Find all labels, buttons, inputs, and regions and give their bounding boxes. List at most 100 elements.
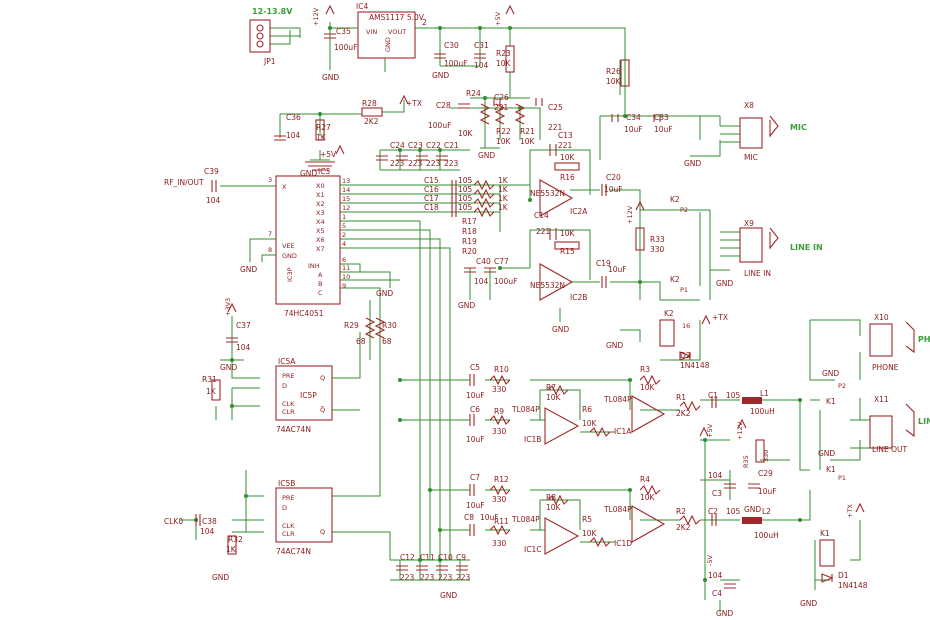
ic1d-opamp [631,505,666,543]
c37-cap [226,337,238,343]
label-r4: R4 [640,475,650,484]
label-c19v: 10uF [608,265,627,274]
r23-resistor [505,45,515,73]
label-r21: R21 [520,127,535,136]
label-gnd5: GND [300,169,317,178]
ic2b-opamp [539,263,574,301]
label-c6v: 10uF [466,435,485,444]
p12v-arrow [325,4,335,15]
label-x0: X0 [316,182,325,190]
label-r28v: 2K2 [364,117,379,126]
x11-lineout-jack [869,415,893,449]
d2-diode [679,351,692,361]
d1-diode [821,573,834,583]
label-gnd6: GND [716,279,733,288]
label-r35v: 330 [762,450,770,462]
label-rfin: RF_IN/OUT [164,178,204,187]
label-x10: X10 [874,313,889,322]
label-pinb: B [318,280,322,288]
r31-resistor [211,379,221,401]
label-c20v: 10uF [604,185,623,194]
label-r6: R6 [582,405,592,414]
label-105a: 105 [458,176,473,185]
label-n1: 1 [342,213,346,221]
x9-linein-jack [739,227,763,263]
label-105c: 105 [458,194,473,203]
label-inh: INH [308,262,320,270]
label-221b: 221 [536,227,551,236]
label-ic1a: IC1A [614,427,632,436]
label-r6v: 10K [582,419,598,428]
label-q2: Q [320,528,325,536]
c1-cap [711,396,717,408]
label-c35: C35 [336,27,351,36]
label-r10: R10 [494,365,509,374]
label-c13: C13 [558,131,573,140]
label-r32: R32 [228,535,243,544]
label-gnd19: GND [800,599,817,608]
label-c6: C6 [470,405,480,414]
label-c8: C8 [464,513,474,522]
label-c31: C31 [474,41,489,50]
label-c16: C16 [424,185,439,194]
wires [180,22,870,612]
label-n14: 14 [342,186,350,194]
label-c26: C26 [494,93,509,102]
label-mic: MIC [790,123,807,132]
label-x4: X4 [316,218,325,226]
label-c9: C9 [456,553,466,562]
label-r27v: 1K [316,133,327,142]
label-n16: 16 [682,322,690,330]
label-ic3: IC3 [318,167,330,176]
label-r18: R18 [462,227,477,236]
r35-resistor [755,439,765,463]
r15-resistor [554,241,580,250]
label-c33: C33 [654,113,669,122]
label-d2v: 1N4148 [680,361,710,370]
label-r21v: 10K [520,137,536,146]
label-p12a: +12V [312,7,320,26]
label-c28: C28 [436,101,451,110]
ic1b-opamp [544,407,580,445]
l1-inductor [742,397,762,404]
label-r10v: 330 [492,385,507,394]
x10-phone-jack [869,323,893,357]
label-1kb: 1K [498,185,509,194]
c35-cap [324,33,336,39]
label-k1a: K1 [826,397,836,406]
label-lin: LIN [918,417,930,426]
label-223c: 223 [426,159,441,168]
label-tl4: TL084P [603,505,632,514]
label-c29v: 10uF [758,487,777,496]
label-223g: 223 [438,573,453,582]
label-ic1c: IC1C [524,545,541,554]
r32-resistor [227,535,237,555]
label-pinx: X [282,183,287,191]
label-ph: PH [918,335,930,344]
label-n10: 10 [342,273,350,281]
label-ic3p: IC3P [286,267,294,282]
label-1kd: 1K [498,203,509,212]
label-223d: 223 [444,159,459,168]
label-c2: C2 [708,507,718,516]
label-c12: C12 [400,553,415,562]
label-c7: C7 [470,473,480,482]
p12v-arrow-3 [737,418,747,429]
label-r30v: 68 [382,337,392,346]
label-r22v: 10K [496,137,512,146]
label-r15v: 10K [560,229,576,238]
label-pre2: PRE [282,494,295,502]
label-c1v: 105 [726,391,741,400]
label-c33v: 10uF [654,125,673,134]
label-223b: 223 [408,159,423,168]
c36-cap [274,135,286,141]
label-c77: C77 [494,257,509,266]
c4-cap [724,583,736,589]
label-vout: VOUT [388,28,406,36]
label-r30: R30 [382,321,397,330]
label-r20: R20 [462,247,477,256]
r30-resistor [374,317,386,339]
label-p2b: P2 [838,382,846,390]
label-c40: C40 [476,257,491,266]
label-74ac1: 74AC74N [276,425,311,434]
